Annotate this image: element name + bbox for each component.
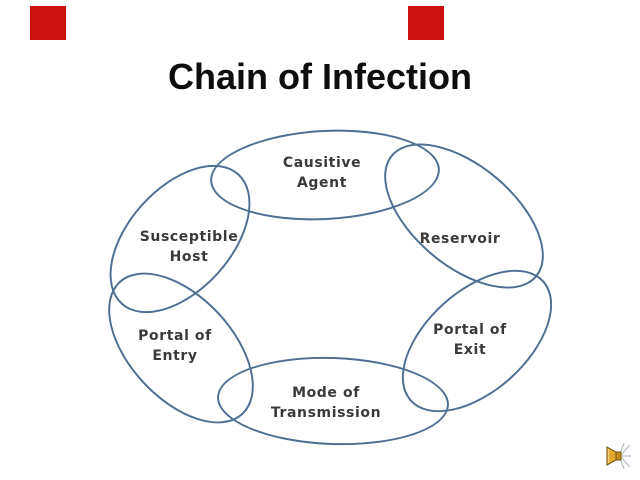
label-causative-agent: Causitive Agent: [283, 153, 361, 193]
label-mode-of-transmission: Mode of Transmission: [271, 383, 381, 423]
label-line: Susceptible: [139, 229, 239, 245]
label-line: Causitive: [282, 155, 362, 171]
label-line: Exit: [453, 342, 487, 358]
label-line: Agent: [296, 175, 347, 191]
label-reservoir: Reservoir: [420, 229, 501, 249]
page-title: Chain of Infection: [168, 56, 472, 97]
label-line: Mode of: [292, 385, 360, 401]
label-line: Reservoir: [419, 231, 501, 247]
sound-wave-lines: [619, 442, 631, 470]
red-marker-right: [408, 6, 444, 40]
label-line: Transmission: [270, 405, 382, 421]
label-susceptible-host: Susceptible Host: [140, 227, 239, 267]
label-line: Portal of: [138, 328, 212, 344]
speaker-icon[interactable]: [605, 442, 632, 470]
red-marker-left: [30, 6, 66, 40]
label-line: Host: [169, 249, 209, 265]
label-line: Portal of: [433, 322, 507, 338]
label-portal-of-exit: Portal of Exit: [433, 320, 507, 360]
label-line: Entry: [152, 348, 198, 364]
label-portal-of-entry: Portal of Entry: [138, 326, 212, 366]
